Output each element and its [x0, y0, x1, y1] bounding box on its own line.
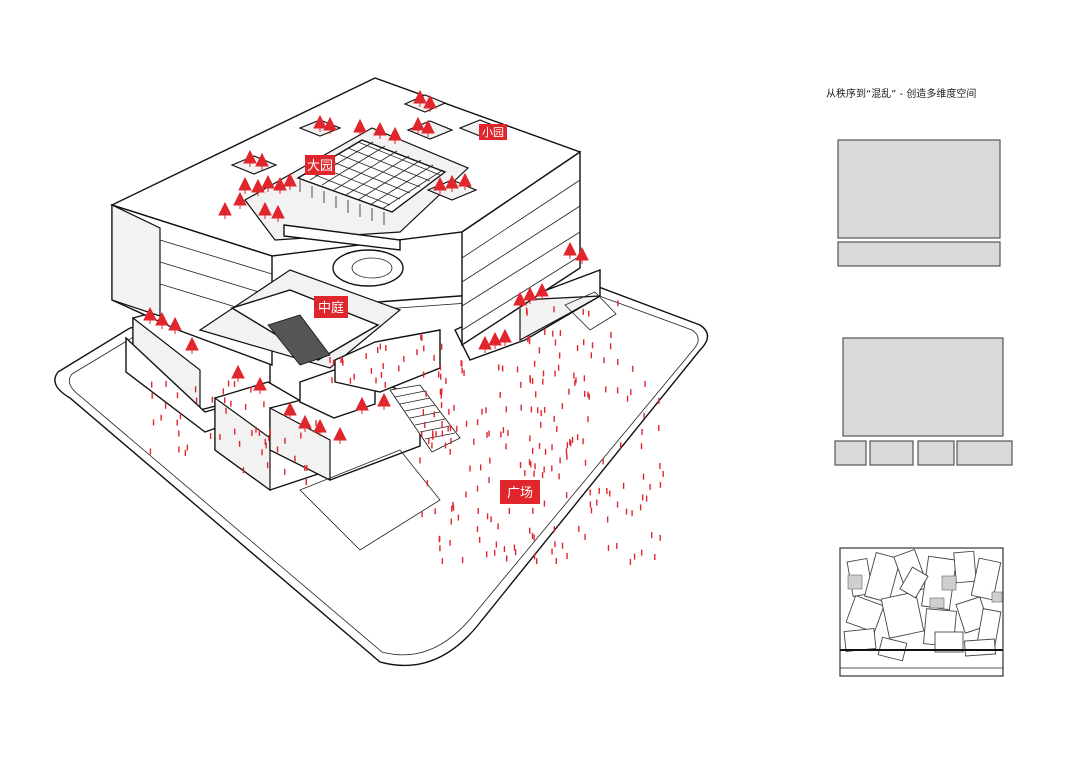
tree-icon [283, 401, 297, 419]
tree-icon [231, 364, 245, 382]
louvres [299, 180, 385, 225]
tree-icon [218, 201, 232, 219]
tree-icon [423, 94, 437, 112]
tree-icon [373, 121, 387, 139]
chaos-box [934, 631, 964, 653]
tree-icon [445, 174, 459, 192]
tree-icon [251, 178, 265, 196]
tree-icon [155, 311, 169, 329]
tree-icon [283, 172, 297, 190]
tree-icon [253, 376, 267, 394]
tree-icon [298, 414, 312, 432]
order-diagram [837, 139, 1001, 267]
tree-icon [433, 176, 447, 194]
chaos-shade [941, 575, 957, 591]
tree-icon [575, 246, 589, 264]
tree-icon [333, 426, 347, 444]
tree-icon [355, 396, 369, 414]
chaos-box [845, 595, 885, 633]
tree-icon [498, 328, 512, 346]
tree-icon [377, 392, 391, 410]
tree-icon [488, 331, 502, 349]
label-courtyard: 中庭 [314, 296, 348, 318]
chaos-diagram [839, 547, 1004, 677]
semi-order-diagram [834, 337, 1013, 466]
tree-icon [271, 204, 285, 222]
tree-icon [535, 282, 549, 300]
chaos-box [880, 591, 925, 639]
tree-icon [523, 286, 537, 304]
chaos-box [964, 638, 996, 657]
chaos-shade [847, 574, 863, 590]
red-people [149, 300, 664, 565]
tree-icon [185, 336, 199, 354]
label-small-garden: 小园 [479, 124, 507, 140]
label-plaza: 广场 [500, 480, 540, 504]
chaos-shade [929, 597, 945, 609]
tree-icon [323, 116, 337, 134]
tree-icon [238, 176, 252, 194]
tree-icon [353, 118, 367, 136]
tree-icon [143, 306, 157, 324]
chaos-shade [991, 591, 1003, 603]
tree-icon [273, 176, 287, 194]
tree-icon [168, 316, 182, 334]
svg-text:中庭: 中庭 [318, 300, 344, 316]
red-trees [143, 89, 589, 444]
svg-text:小园: 小园 [482, 126, 504, 139]
tree-icon [413, 89, 427, 107]
tree-icon [458, 172, 472, 190]
chaos-box [953, 550, 977, 584]
tree-icon [313, 114, 327, 132]
tree-icon [261, 174, 275, 192]
tree-icon [243, 149, 257, 167]
chaos-box [843, 627, 877, 653]
tree-icon [478, 335, 492, 353]
tree-icon [411, 116, 425, 134]
pergola-grid [307, 141, 444, 210]
tree-icon [255, 152, 269, 170]
chaos-box [899, 566, 929, 599]
site-outline [54, 285, 709, 667]
tree-icon [513, 291, 527, 309]
tree-icon [421, 119, 435, 137]
tree-icon [388, 126, 402, 144]
svg-text:广场: 广场 [507, 486, 533, 501]
label-big-garden: 大园 [305, 155, 335, 175]
tree-icon [563, 241, 577, 259]
chaos-box [864, 551, 901, 604]
tree-icon [258, 201, 272, 219]
diagram-caption: 从秩序到“混乱” - 创造多维度空间 [826, 87, 976, 100]
svg-text:大园: 大园 [307, 159, 333, 174]
chaos-boxes [843, 548, 1003, 662]
tree-icon [233, 191, 247, 209]
chaos-box [970, 557, 1002, 601]
